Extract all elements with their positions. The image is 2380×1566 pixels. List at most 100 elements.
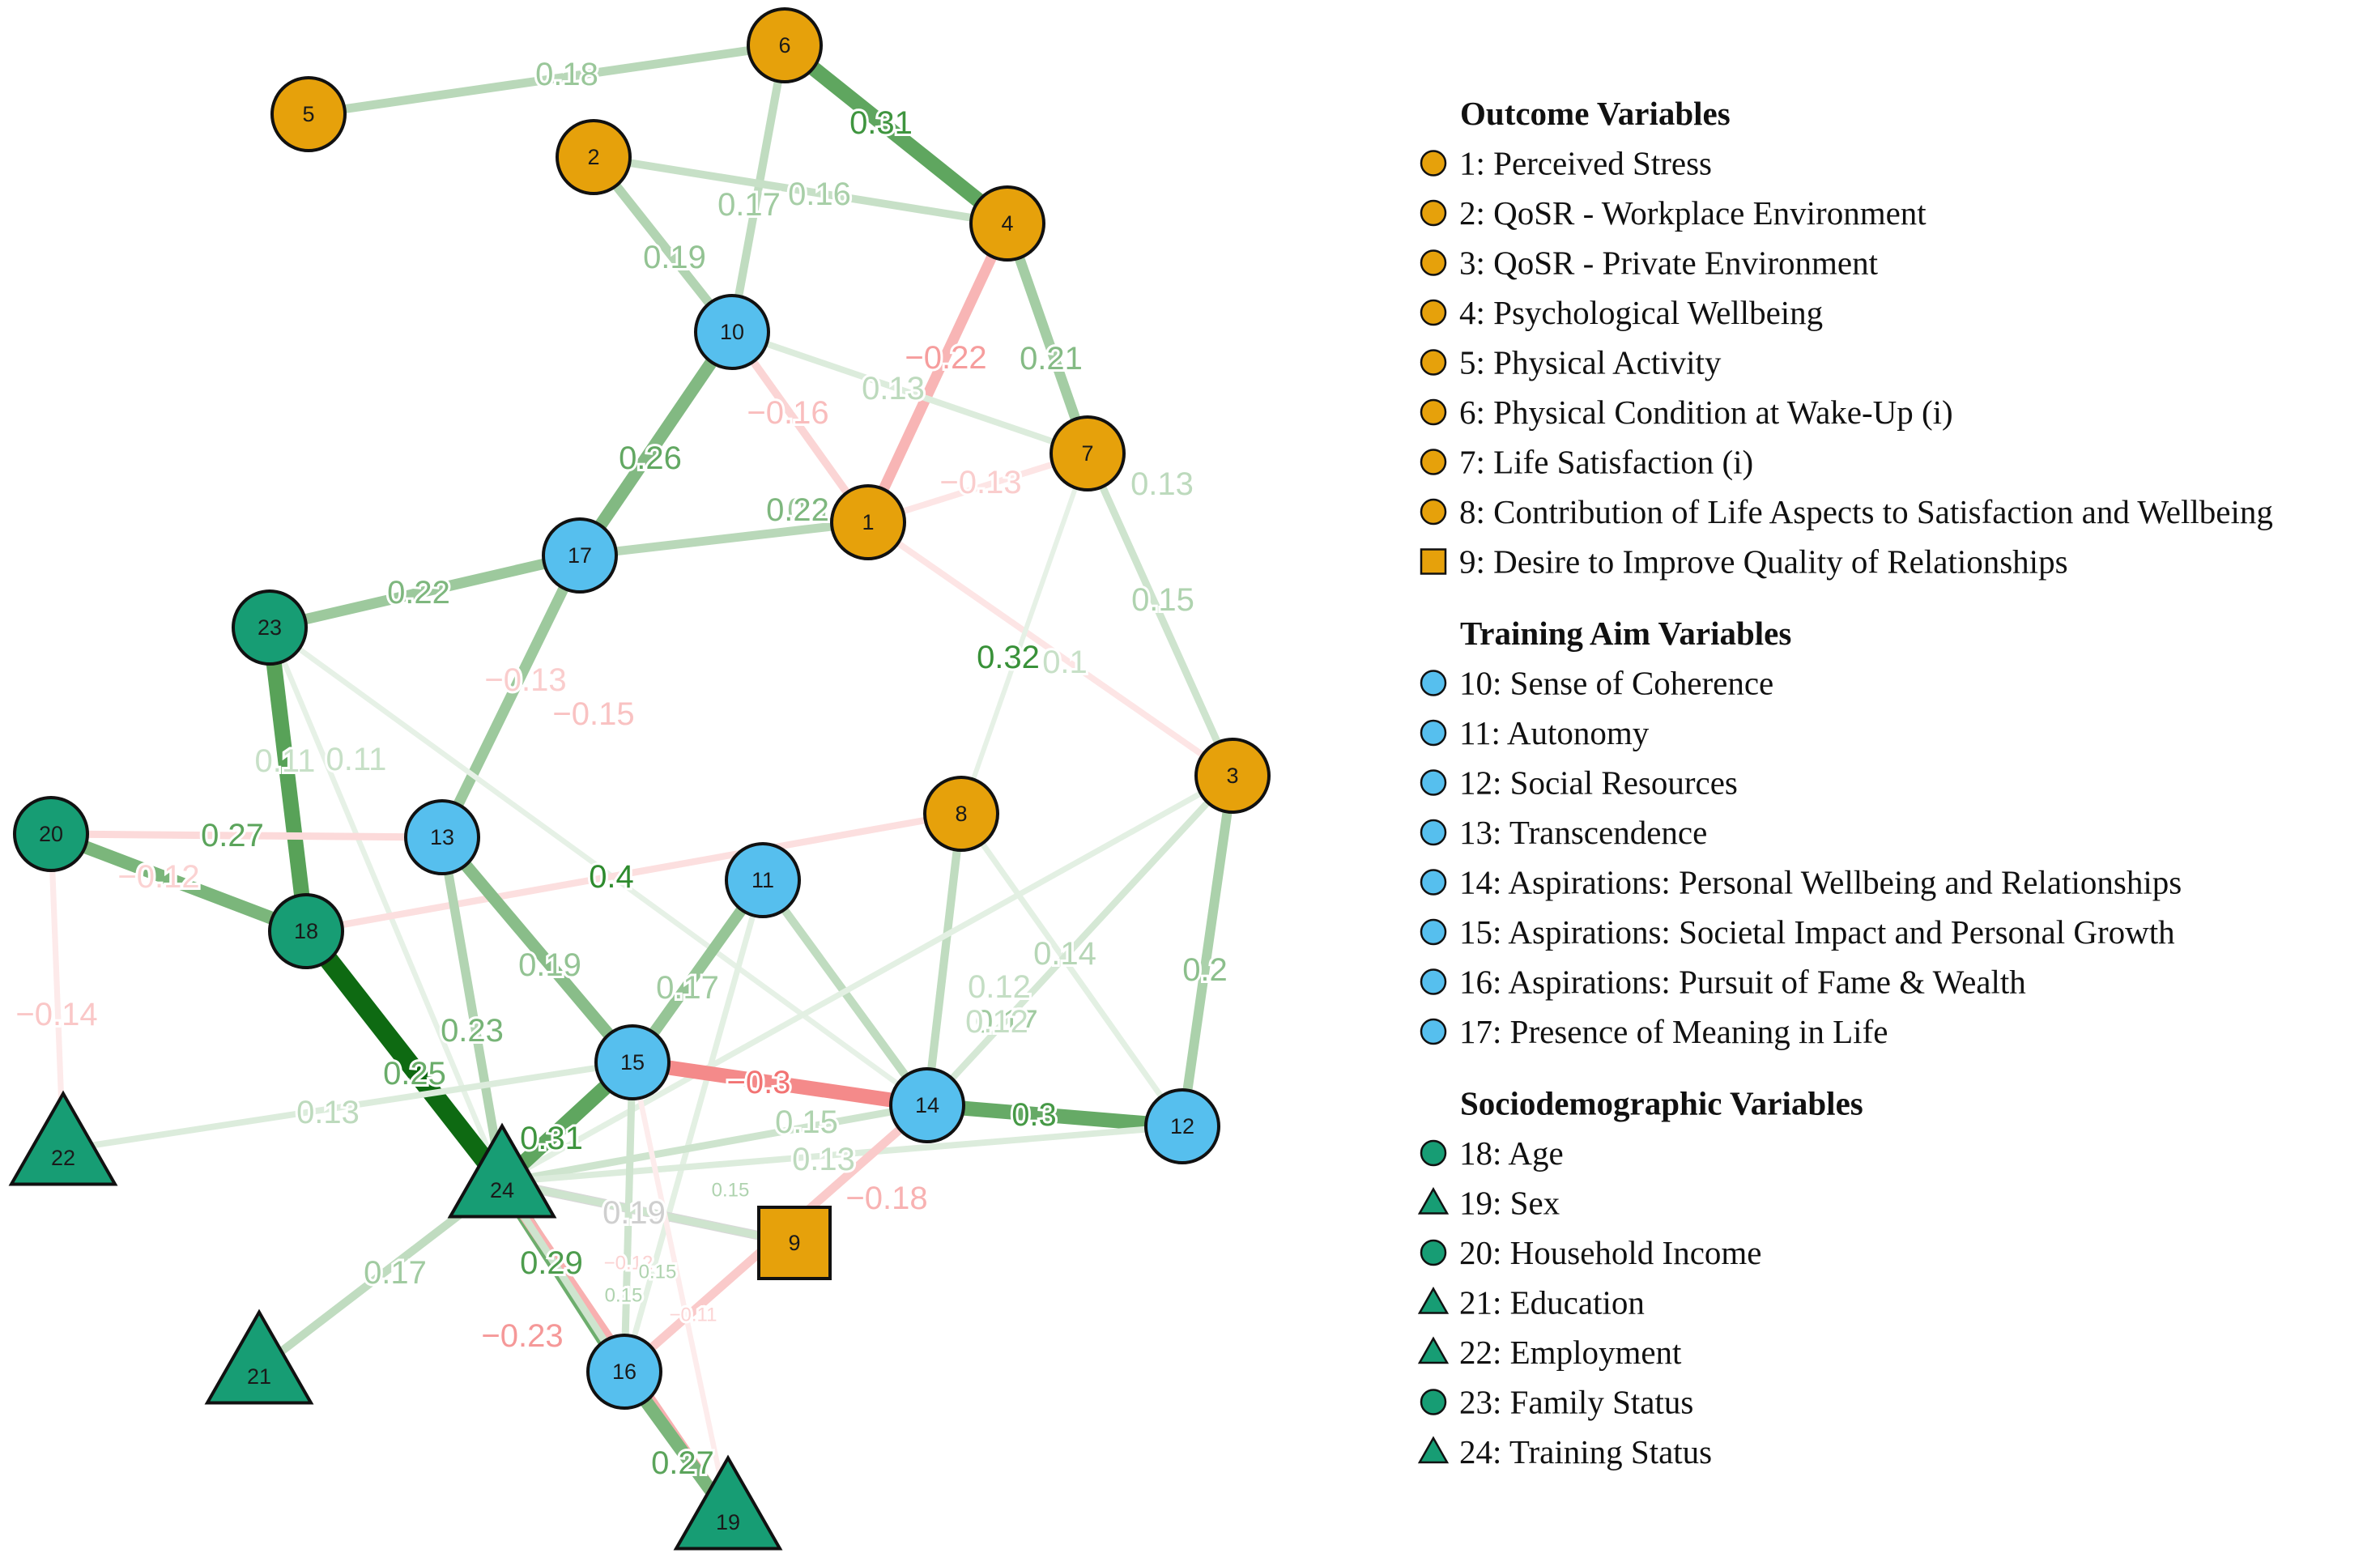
node-21[interactable]: 21 [204, 1309, 314, 1405]
legend-item-label: 9: Desire to Improve Quality of Relation… [1459, 543, 2068, 581]
edge-10-17 [574, 328, 738, 560]
legend-item-label: 1: Perceived Stress [1459, 145, 1712, 182]
node-21-label: 21 [247, 1364, 271, 1389]
node-21-triangle [204, 1309, 314, 1405]
node-2[interactable]: 2 [556, 119, 632, 195]
legend-circle-marker [1420, 349, 1447, 376]
legend-item-label: 5: Physical Activity [1459, 344, 1722, 381]
node-19-triangle [673, 1454, 783, 1551]
edge-label-15-19: −0.11 [670, 1304, 717, 1326]
legend-triangle-marker [1417, 1286, 1450, 1314]
edge-20-18 [49, 828, 309, 938]
edge-label-20-18: 0.27 [201, 818, 264, 853]
edge-label-5-6: 0.18 [535, 57, 598, 92]
node-19[interactable]: 19 [673, 1454, 783, 1551]
edge-label-18-24: 0.4 [589, 859, 634, 895]
node-13[interactable]: 13 [404, 799, 480, 875]
node-22-label: 22 [51, 1146, 75, 1170]
node-9[interactable]: 9 [757, 1206, 832, 1280]
node-23-circle [232, 589, 308, 666]
edge-label-24-19: −0.23 [481, 1318, 563, 1354]
node-5-label: 5 [302, 102, 314, 126]
legend-item: 15: Aspirations: Societal Impact and Per… [1420, 913, 2175, 951]
node-10[interactable]: 10 [694, 294, 770, 370]
node-20-circle [13, 796, 89, 872]
node-24[interactable]: 24 [447, 1122, 557, 1219]
legend-item: 20: Household Income [1420, 1234, 1761, 1271]
node-5-circle [270, 76, 347, 152]
node-16[interactable]: 16 [586, 1334, 662, 1410]
legend-item-label: 8: Contribution of Life Aspects to Satis… [1459, 493, 2273, 530]
node-15-label: 15 [620, 1050, 645, 1074]
edge-18-8 [305, 810, 962, 935]
edge-20-13 [50, 830, 443, 841]
node-6[interactable]: 6 [747, 7, 823, 83]
legend-circle-marker [1420, 1239, 1447, 1266]
node-1[interactable]: 1 [830, 484, 906, 560]
node-17[interactable]: 17 [542, 517, 618, 594]
edge-label-6-4: 0.31 [849, 105, 913, 141]
edge-15-14 [631, 1055, 929, 1113]
legend-item: 22: Employment [1417, 1334, 1682, 1371]
edge-3-14 [924, 773, 1236, 1108]
edge-label-3-24: 0.12 [965, 1004, 1028, 1040]
node-5[interactable]: 5 [270, 76, 347, 152]
node-24-label: 24 [490, 1178, 514, 1202]
node-9-square [757, 1206, 832, 1280]
edge-label-23-14: 0.11 [326, 742, 387, 777]
edge-label-17-23: 0.22 [766, 492, 829, 528]
node-11[interactable]: 11 [725, 842, 801, 918]
edge-label-20-22: −0.12 [117, 859, 199, 895]
node-24-triangle [447, 1122, 557, 1219]
node-23-label: 23 [258, 615, 282, 640]
legend-item: 4: Psychological Wellbeing [1420, 294, 1823, 331]
legend-item-label: 3: QoSR - Private Environment [1459, 245, 1879, 282]
legend-circle-marker [1420, 449, 1447, 475]
legend-square-marker [1420, 548, 1447, 575]
edge-23-14 [268, 625, 929, 1108]
node-14[interactable]: 14 [889, 1067, 965, 1143]
legend-item: 1: Perceived Stress [1420, 145, 1712, 182]
edge-label-20-13: −0.15 [552, 696, 634, 732]
legend-item-label: 13: Transcendence [1459, 814, 1707, 851]
node-7[interactable]: 7 [1049, 415, 1126, 492]
legend-item: 21: Education [1417, 1284, 1645, 1321]
edge-label-15-14: −0.3 [727, 1065, 791, 1100]
edge-18-24 [298, 925, 510, 1189]
legend-item-label: 17: Presence of Meaning in Life [1459, 1013, 1888, 1050]
node-15-circle [594, 1024, 671, 1100]
node-15[interactable]: 15 [594, 1024, 671, 1100]
edge-label-4-1: −0.22 [905, 340, 986, 376]
node-23[interactable]: 23 [232, 589, 308, 666]
legend-item-label: 2: QoSR - Workplace Environment [1459, 194, 1927, 232]
node-12[interactable]: 12 [1144, 1088, 1220, 1164]
edge-label-24-16: 0.15 [605, 1285, 643, 1307]
legend-item: 18: Age [1420, 1134, 1564, 1172]
edge-label-13-24: 0.19 [518, 947, 581, 983]
node-18[interactable]: 18 [268, 893, 344, 969]
edge-label-12-24: 0.13 [792, 1142, 855, 1177]
legend-item: 11: Autonomy [1420, 714, 1650, 751]
node-8[interactable]: 8 [923, 776, 999, 852]
edge-3-24 [500, 772, 1234, 1185]
legend-item: 24: Training Status [1417, 1433, 1712, 1470]
legend-circle-marker [1420, 1389, 1447, 1415]
legend-item-label: 11: Autonomy [1459, 714, 1650, 751]
edge-13-24 [437, 836, 507, 1183]
edge-label-10-17: 0.26 [619, 440, 682, 476]
node-22[interactable]: 22 [8, 1090, 118, 1186]
node-4[interactable]: 4 [969, 185, 1045, 262]
legend-circle-marker [1420, 769, 1447, 796]
edge-7-1 [866, 450, 1089, 526]
node-20[interactable]: 20 [13, 796, 89, 872]
edge-12-24 [501, 1123, 1183, 1185]
edge-label-7-8: 0.1 [1042, 645, 1088, 680]
legend-circle-marker [1420, 1018, 1447, 1045]
node-3[interactable]: 3 [1194, 738, 1271, 814]
edge-label-6-10: 0.17 [717, 187, 781, 223]
edge-label-14-12: 0.3 [1011, 1097, 1057, 1133]
legend-item: 5: Physical Activity [1420, 344, 1722, 381]
edge-label-18-8: −0.14 [15, 997, 97, 1032]
